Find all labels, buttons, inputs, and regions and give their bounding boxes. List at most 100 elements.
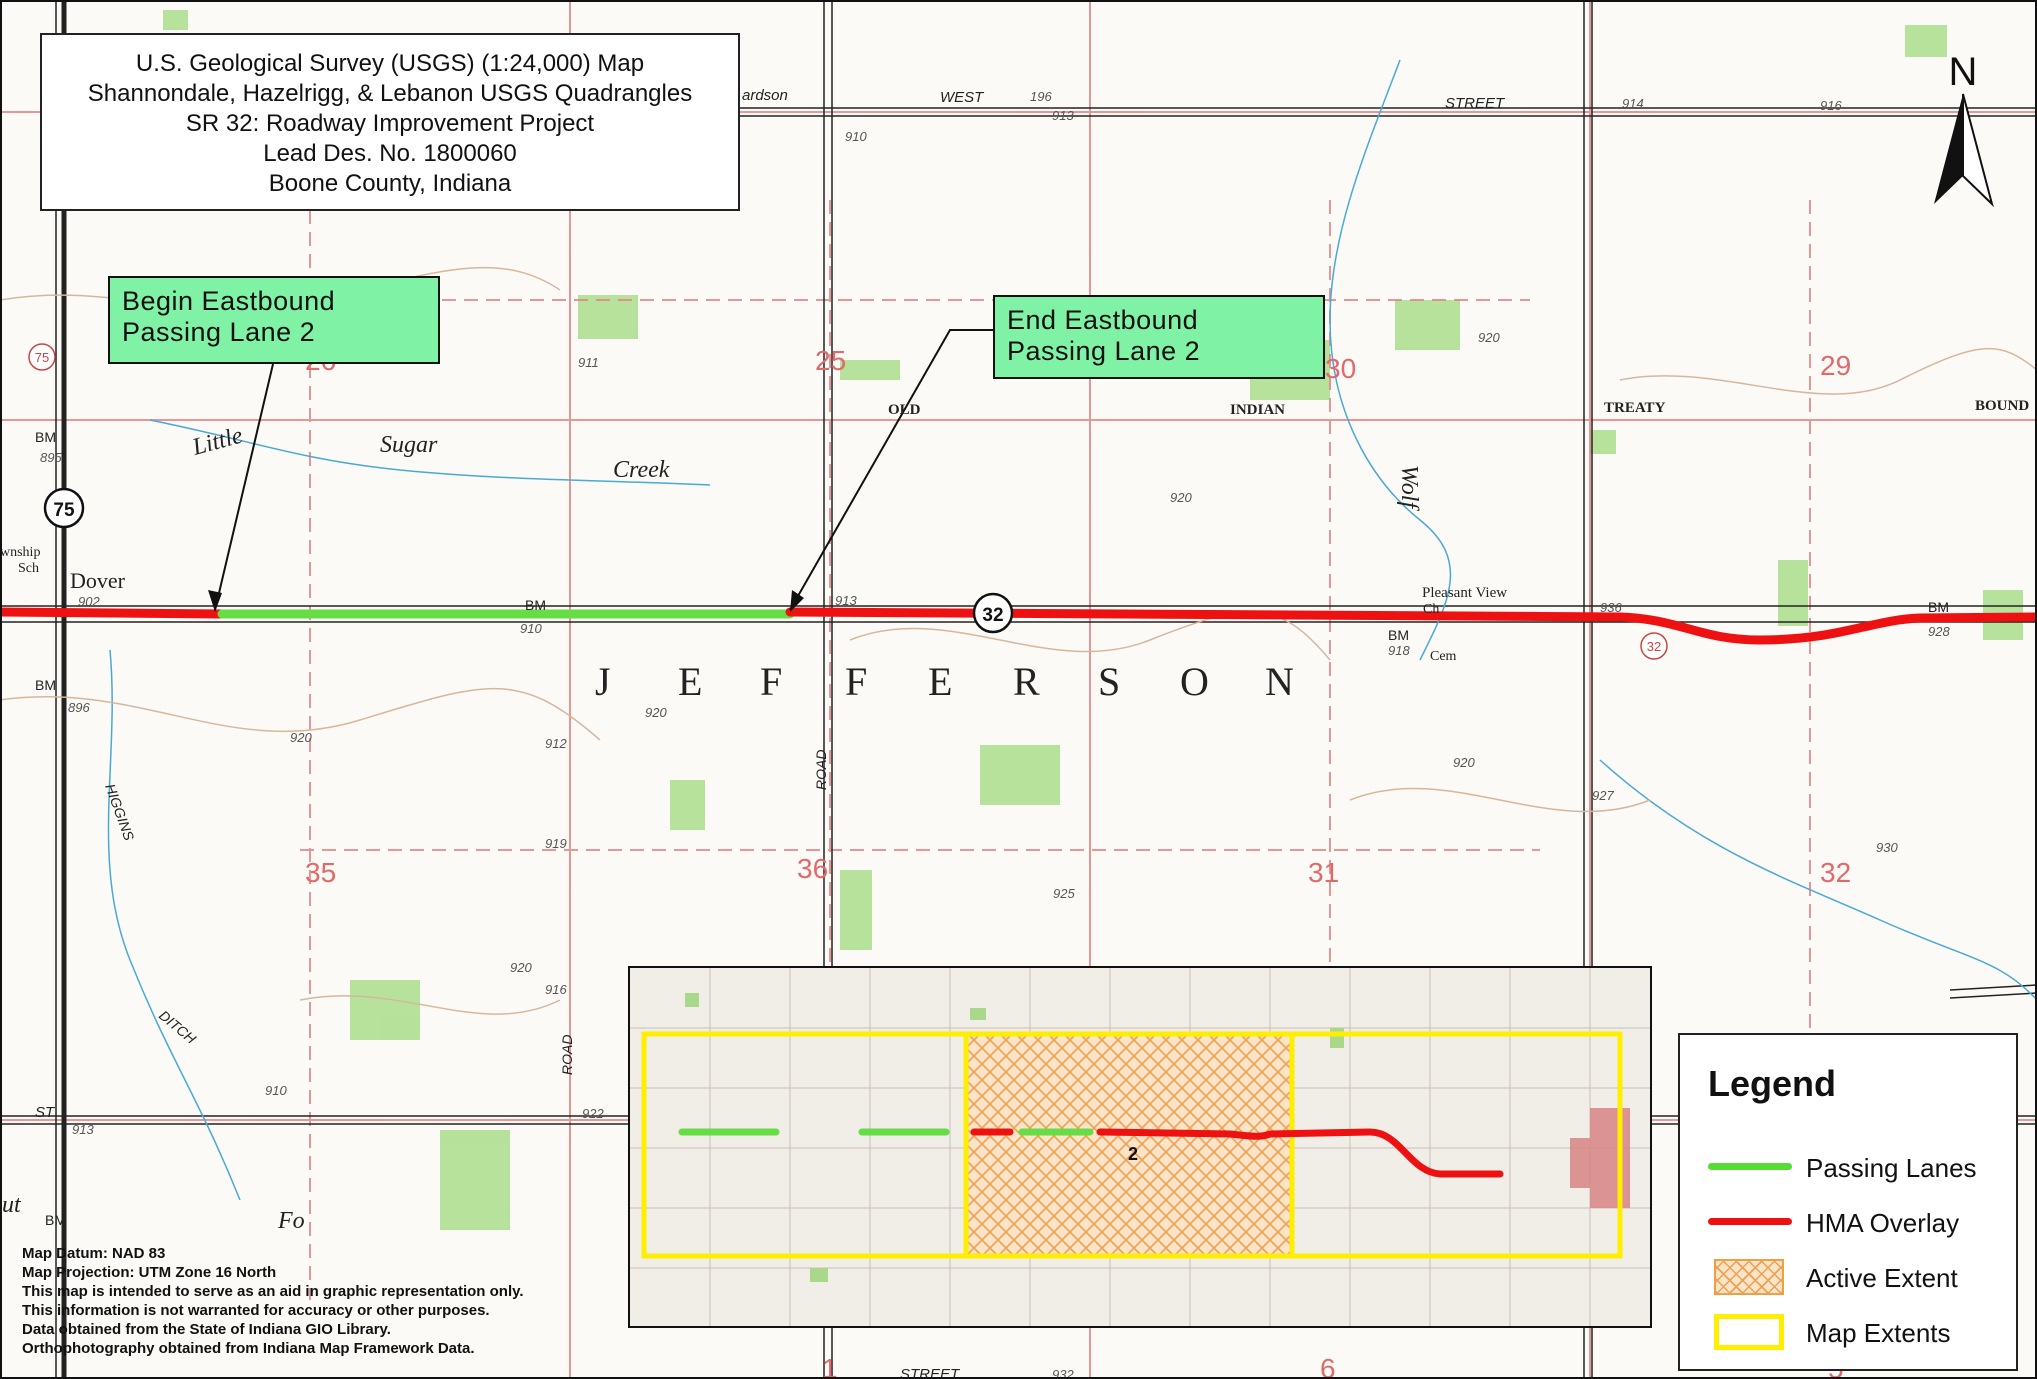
elevation: 925 <box>1053 886 1075 901</box>
section-number: 29 <box>1820 350 1851 381</box>
section-number: 6 <box>1320 1353 1336 1379</box>
elevation: 910 <box>520 621 542 636</box>
callout-begin-line2: Passing Lane 2 <box>122 317 316 347</box>
elevation: 913 <box>1052 108 1074 123</box>
place-label: Cem <box>1430 649 1457 664</box>
leader-arrowheads <box>208 590 804 612</box>
sr-75-small-shield: 75 <box>28 343 56 371</box>
road-labels-bold: OLD INDIAN TREATY BOUND <box>888 398 2029 418</box>
note-disclaimer-2: This information is not warranted for ac… <box>22 1302 490 1319</box>
legend: Legend Passing Lanes HMA Overlay Active … <box>1678 1033 2018 1371</box>
place-label: Pleasant View <box>1422 585 1507 601</box>
elevation: 914 <box>1622 96 1644 111</box>
road-label: ROAD <box>813 750 829 790</box>
sr-75-shield: 75 <box>43 487 85 529</box>
elevation: 918 <box>1388 643 1410 658</box>
road-labels: WEST STREET ardson ST STREET <box>35 87 1506 1379</box>
project-alignment <box>0 607 2037 645</box>
streams <box>107 59 2037 1201</box>
section-number: 36 <box>797 853 828 884</box>
benchmark: BM <box>45 1212 66 1228</box>
sr-32-shield: 32 <box>972 592 1014 634</box>
sr-32-small-label: 32 <box>1647 639 1661 654</box>
legend-item-map-extents: Map Extents <box>1706 1312 2006 1352</box>
township-letter: E <box>678 659 702 704</box>
elevation: 920 <box>645 705 667 720</box>
elevation: 920 <box>1453 755 1475 770</box>
legend-label: Passing Lanes <box>1806 1153 1977 1183</box>
elevation: 913 <box>835 593 857 608</box>
sr-75-shield-label: 75 <box>53 500 75 521</box>
sr-32-shield-label: 32 <box>982 605 1003 626</box>
road-label: STREET <box>1445 95 1506 112</box>
elevation: 895 <box>40 450 62 465</box>
township-letter: J <box>595 659 611 704</box>
benchmark-labels: BM BM BM BM BM BM <box>35 429 1949 1228</box>
elevation: 902 <box>78 594 100 609</box>
section-number: 25 <box>815 345 846 376</box>
legend-item-passing-lanes: Passing Lanes <box>1706 1147 2006 1187</box>
title-block: U.S. Geological Survey (USGS) (1:24,000)… <box>40 33 740 211</box>
section-number: 31 <box>1308 857 1339 888</box>
road-label: WEST <box>940 89 985 106</box>
township-letter: E <box>928 659 952 704</box>
benchmark: BM <box>525 597 546 613</box>
road-label: ROAD <box>559 1035 575 1075</box>
title-line-quadrangles: Shannondale, Hazelrigg, & Lebanon USGS Q… <box>87 80 693 107</box>
inset-town <box>1570 1108 1630 1208</box>
inset-alignment <box>678 1128 1504 1178</box>
place-label: Ch <box>1423 602 1439 617</box>
note-data-source: Data obtained from the State of Indiana … <box>22 1321 391 1338</box>
north-arrow-icon <box>1934 93 1994 208</box>
inset-map-extents <box>641 1031 1623 1259</box>
elevation: 196 <box>1030 89 1052 104</box>
stream-label: Creek <box>613 457 670 483</box>
note-disclaimer-1: This map is intended to serve as an aid … <box>22 1283 524 1300</box>
woodland-patches <box>163 10 2023 1330</box>
title-line-project: SR 32: Roadway Improvement Project <box>185 110 595 137</box>
sr-32-small-shield: 32 <box>1640 632 1668 660</box>
map-extents-swatch <box>1714 1314 1784 1350</box>
elevation: 919 <box>545 836 567 851</box>
township-letter: F <box>760 659 782 704</box>
stream-label: Wolf <box>1396 465 1422 511</box>
map-notes: Map Datum: NAD 83 Map Projection: UTM Zo… <box>22 1244 524 1358</box>
hma-overlay-west <box>0 607 227 619</box>
road-label: TREATY <box>1604 400 1666 416</box>
township-letter: F <box>845 659 867 704</box>
elevation: 916 <box>545 982 567 997</box>
locator-inset-map: 2 <box>628 966 1652 1328</box>
road-label: INDIAN <box>1230 402 1285 418</box>
elevation: 896 <box>68 700 90 715</box>
section-number: 1 <box>822 1353 838 1379</box>
benchmark: BM <box>1388 627 1409 643</box>
elevation: 920 <box>1170 490 1192 505</box>
stream-label: ut <box>2 1192 22 1218</box>
elevation: 920 <box>510 960 532 975</box>
elevation: 920 <box>1478 330 1500 345</box>
township-letter: R <box>1013 659 1040 704</box>
elevation-labels: 196 913 914 916 910 911 920 895 902 910 … <box>40 89 1950 1379</box>
elevation: 928 <box>1928 624 1950 639</box>
elevation: 932 <box>1052 1367 1074 1379</box>
stream-label: Fo <box>277 1208 305 1234</box>
hma-overlay-east <box>785 607 2037 645</box>
title-line-des-number: Lead Des. No. 1800060 <box>263 140 517 167</box>
township-letter: S <box>1098 659 1120 704</box>
elevation: 916 <box>1820 98 1842 113</box>
place-labels: Dover wnship Sch Pleasant View Ch Cem <box>0 545 1507 664</box>
legend-label: Active Extent <box>1806 1263 1958 1293</box>
road-label: OLD <box>888 402 921 418</box>
road-label: STREET <box>900 1366 961 1379</box>
benchmark: BM <box>1928 599 1949 615</box>
active-extent-swatch <box>1714 1259 1784 1295</box>
section-number: 32 <box>1820 857 1851 888</box>
elevation: 911 <box>578 355 599 370</box>
road-label: ardson <box>742 87 788 104</box>
benchmark: BM <box>35 677 56 693</box>
elevation: 913 <box>72 1122 94 1137</box>
elevation: 927 <box>1592 788 1614 803</box>
note-projection: Map Projection: UTM Zone 16 North <box>22 1264 277 1281</box>
title-line-county: Boone County, Indiana <box>268 170 512 197</box>
north-arrow: N <box>1928 50 1998 210</box>
